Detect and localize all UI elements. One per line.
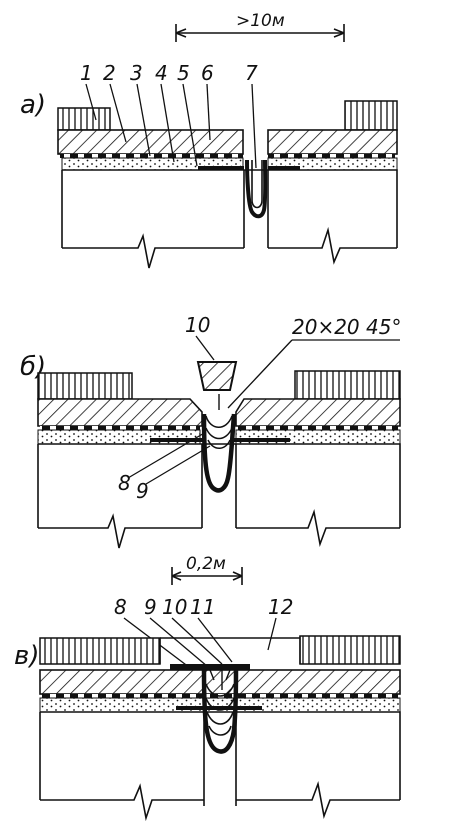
svg-text:3: 3 [130, 61, 143, 85]
membrane-right-a [268, 154, 395, 158]
panel-label-c: в) [14, 641, 39, 671]
top-covering-left-b [37, 372, 133, 400]
top-covering-right-a [344, 100, 398, 131]
svg-text:11: 11 [190, 595, 215, 619]
callout-10-b: 10 [185, 313, 210, 337]
top-covering-right-b [294, 370, 401, 400]
svg-text:10: 10 [162, 595, 187, 619]
panel-label-a: а) [20, 90, 46, 120]
base-block-b [37, 443, 401, 528]
insert-10-b [196, 361, 238, 391]
callout-9-b: 9 [136, 479, 149, 503]
cover-plate-11-c [170, 664, 250, 670]
slab-right-b [235, 398, 401, 427]
svg-text:12: 12 [268, 595, 293, 619]
slab-left-a [57, 129, 244, 155]
svg-text:8: 8 [114, 595, 127, 619]
top-covering-left-a [57, 107, 111, 131]
callouts-c: 8 9 10 11 12 [114, 595, 293, 619]
panel-b: б) 10 20×20 45° 8 9 [20, 313, 401, 549]
membrane-left-a [60, 154, 243, 158]
seal-strip-right-a [268, 166, 300, 170]
leader-lines-a [85, 83, 257, 169]
slab-left-b [37, 398, 203, 427]
callouts-a: 1 2 3 4 5 6 7 [80, 61, 258, 85]
seal-strip-left-a [198, 166, 244, 170]
callout-8-b: 8 [118, 471, 131, 495]
panel-c: 0,2м в) 8 9 10 11 12 [14, 554, 401, 822]
dimension-label-a: >10м [236, 11, 285, 31]
dimension-line-c [171, 567, 243, 585]
svg-text:5: 5 [177, 61, 190, 85]
svg-text:7: 7 [245, 61, 258, 85]
svg-text:4: 4 [155, 61, 168, 85]
dimension-line-a [175, 24, 345, 42]
slab-c [39, 669, 401, 695]
compensator-b [201, 413, 237, 493]
svg-text:9: 9 [144, 595, 157, 619]
svg-text:1: 1 [80, 61, 93, 85]
slab-right-a [267, 129, 398, 155]
svg-text:2: 2 [103, 61, 116, 85]
chamfer-note-b: 20×20 45° [292, 315, 401, 339]
svg-text:6: 6 [201, 61, 214, 85]
dimension-label-c: 0,2м [186, 554, 226, 574]
compensator-7-a [245, 159, 268, 219]
compensator-c [201, 669, 239, 754]
break-lines-a [62, 226, 397, 269]
panel-a: >10м а) 1 2 3 4 5 6 [20, 11, 398, 269]
base-block-a [61, 169, 398, 248]
